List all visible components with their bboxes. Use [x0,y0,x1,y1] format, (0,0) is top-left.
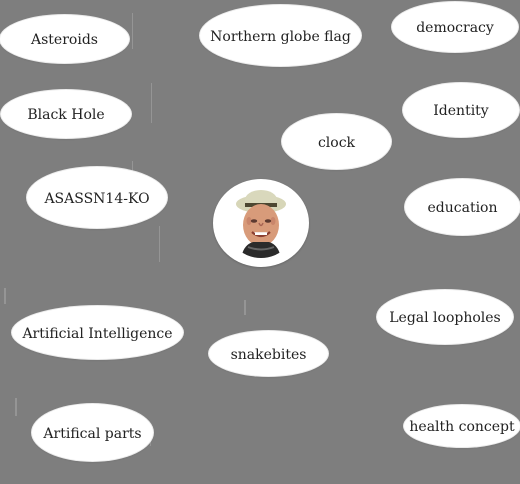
concept-bubble-northern-globe-flag[interactable]: Northern globe flag [200,5,361,66]
bubble-label: snakebites [230,346,307,363]
concept-bubble-black-hole[interactable]: Black Hole [1,90,131,138]
bubble-label: democracy [416,20,494,36]
concept-bubble-democracy[interactable]: democracy [392,2,518,52]
center-avatar[interactable] [213,179,309,267]
bubble-label: Asteroids [31,32,98,48]
background-line [151,83,152,123]
bubble-label: education [427,200,498,216]
concept-bubble-legal-loopholes[interactable]: Legal loopholes [377,290,513,344]
concept-bubble-education[interactable]: education [405,179,520,235]
bubble-label: Legal loopholes [389,310,501,326]
bubble-label: Identity [433,103,489,119]
concept-bubble-artifical-parts[interactable]: Artifical parts [32,404,153,461]
bubble-label: Artifical parts [43,425,142,442]
avatar-icon [226,188,296,258]
bubble-label: Black Hole [27,107,105,123]
bubble-label: Northern globe flag [210,28,351,45]
concept-bubble-health-concept[interactable]: health concept [404,405,520,447]
concept-bubble-snakebites[interactable]: snakebites [209,331,328,376]
concept-bubble-clock[interactable]: clock [282,114,391,169]
concept-bubble-asteroids[interactable]: Asteroids [0,15,129,63]
bubble-label: Artificial Intelligence [22,325,173,342]
bubble-label: ASASSN14-KO [44,190,150,207]
concept-bubble-identity[interactable]: Identity [403,83,519,137]
background-line [15,398,17,416]
concept-bubble-artificial-intelligence[interactable]: Artificial Intelligence [12,306,183,359]
background-line [4,288,6,304]
concept-bubble-asassn14-ko[interactable]: ASASSN14-KO [27,167,167,228]
background-line [244,300,246,315]
background-line [132,13,133,49]
bubble-label: clock [317,134,356,151]
background-line [159,226,160,262]
bubble-label: health concept [409,419,515,435]
